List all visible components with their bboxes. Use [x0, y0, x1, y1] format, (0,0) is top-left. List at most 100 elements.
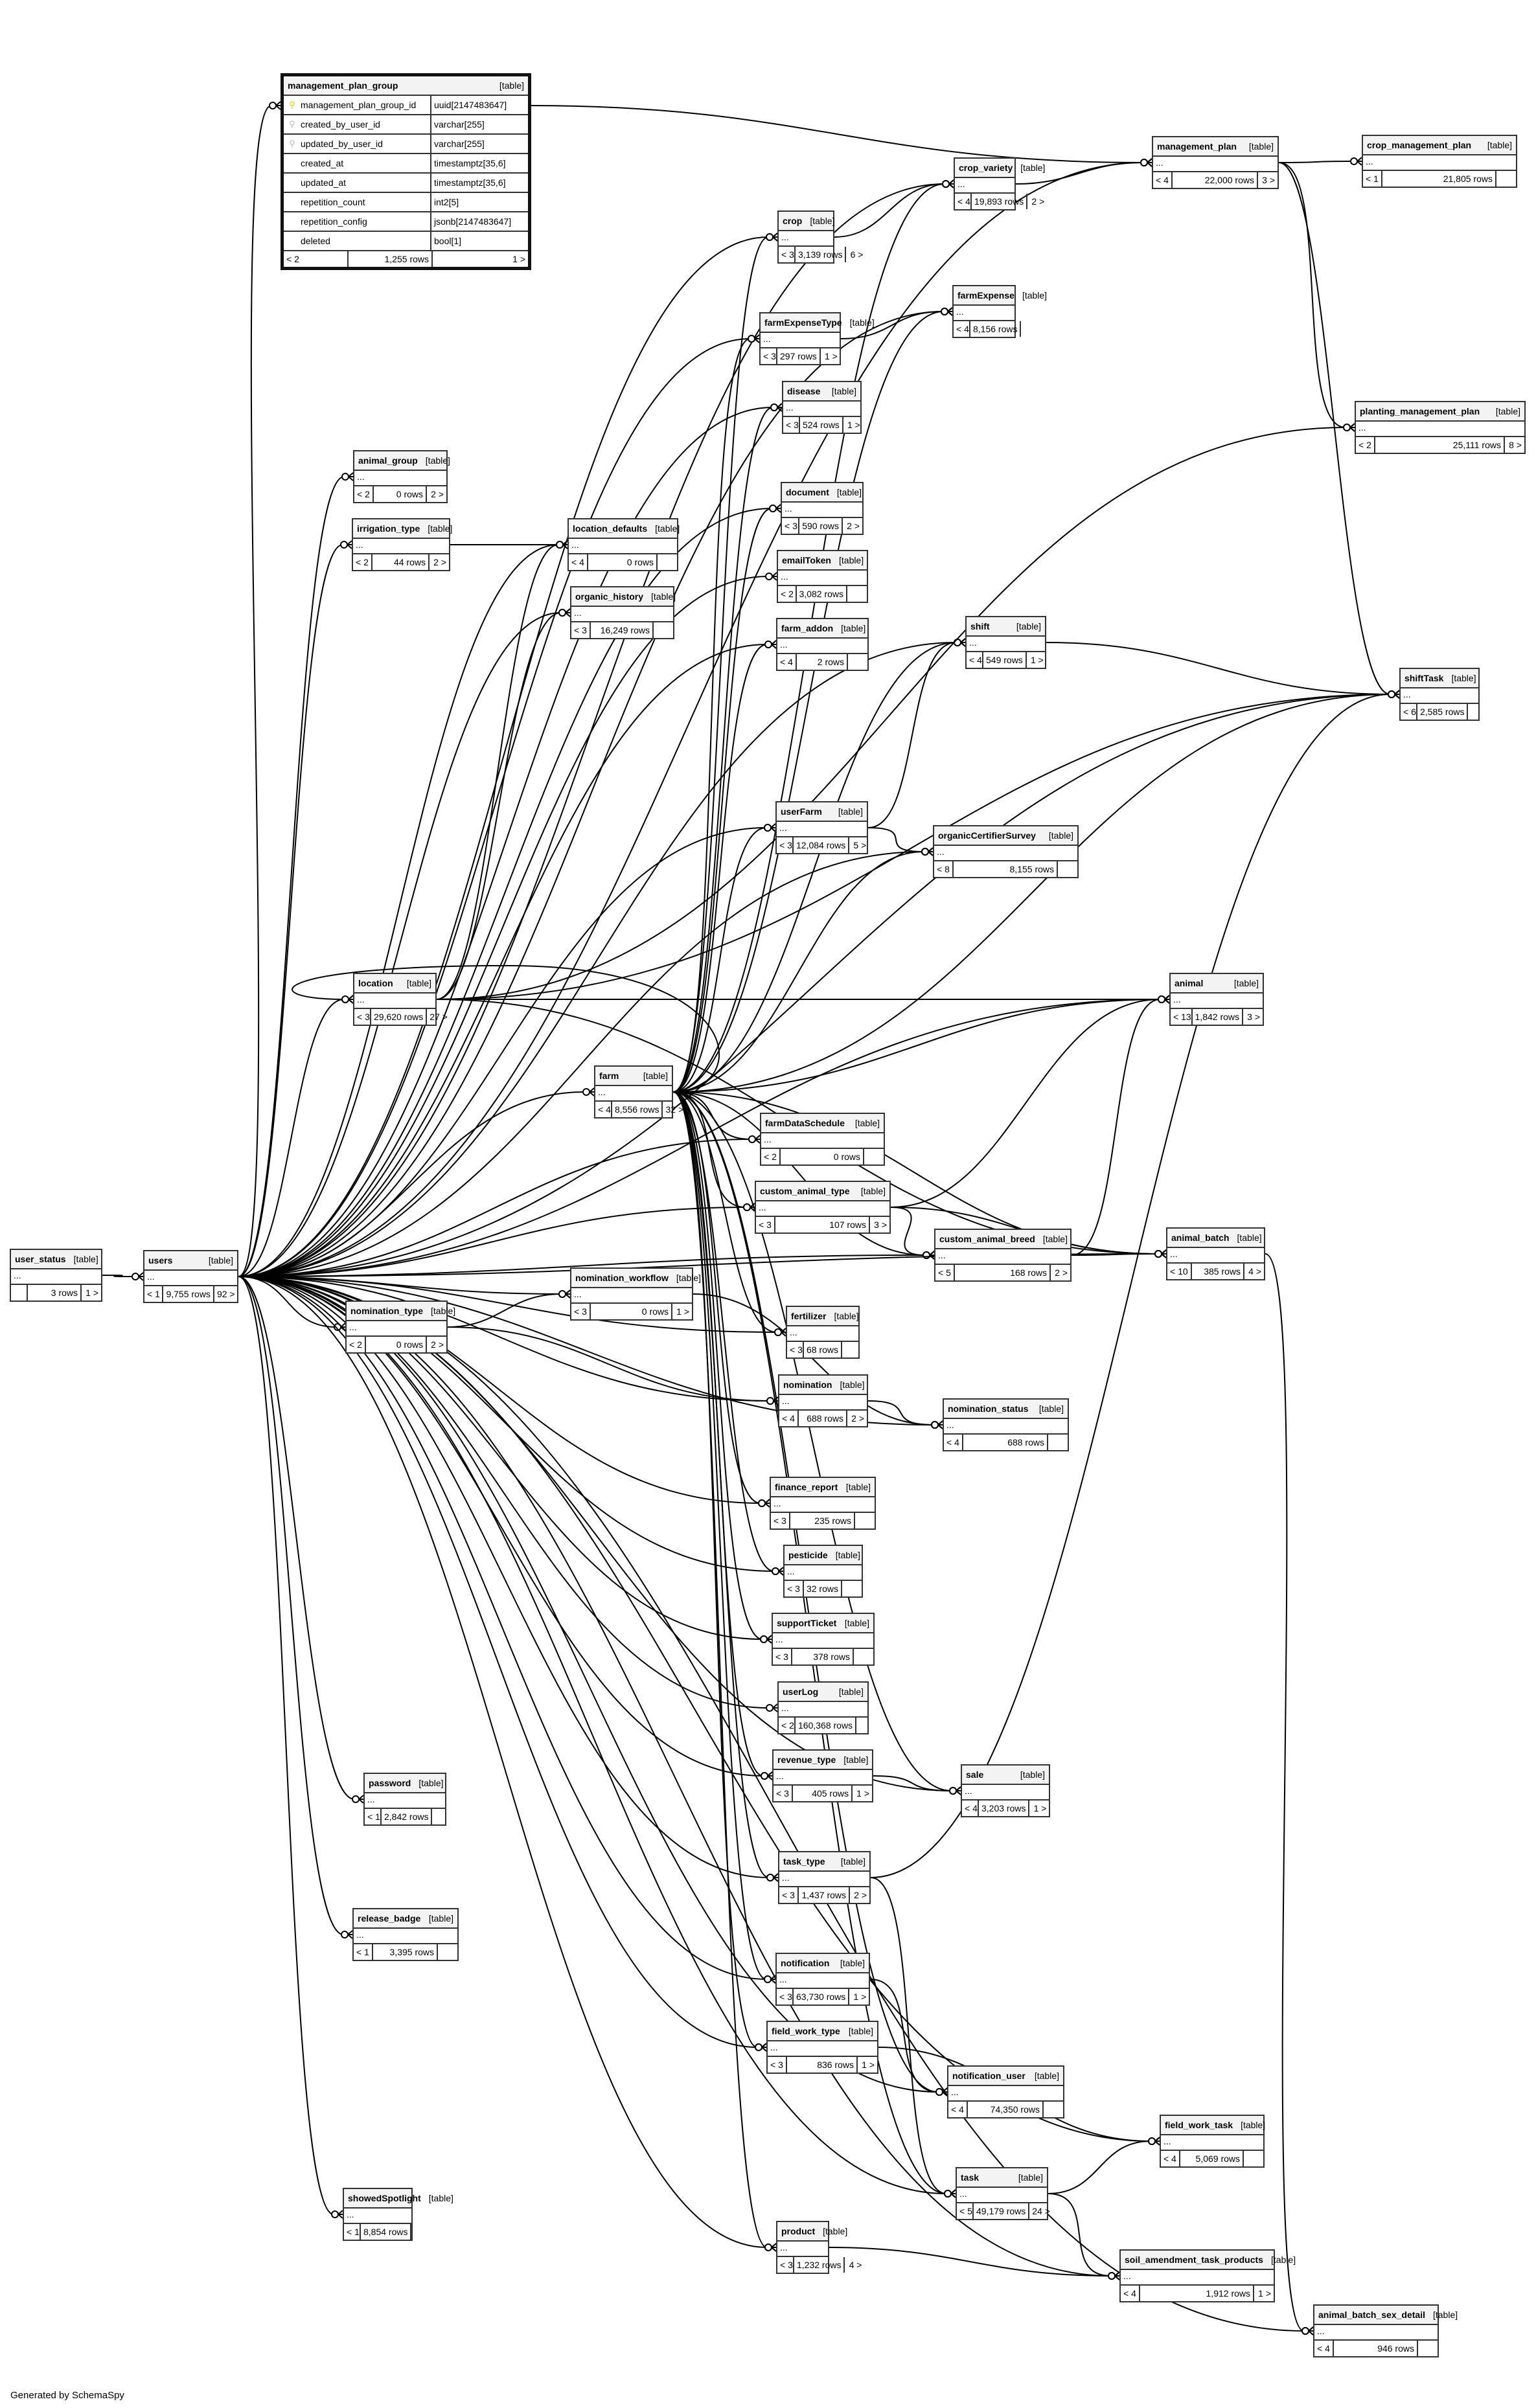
parents-link[interactable]: < 3 — [756, 1217, 775, 1232]
parents-link[interactable]: < 10 — [1167, 1264, 1192, 1279]
children-link[interactable]: 8 > — [1509, 440, 1522, 450]
parents-link[interactable]: < 4 — [955, 194, 972, 209]
table-soil-amendment-task-products[interactable]: soil_amendment_task_products[table]...< … — [1119, 2249, 1296, 2302]
parents-link[interactable]: < 3 — [785, 1581, 804, 1596]
children-link[interactable] — [848, 654, 867, 670]
parents-link[interactable]: < 1 — [365, 1809, 382, 1824]
parents-link[interactable] — [11, 1285, 28, 1301]
children-link[interactable] — [654, 622, 673, 638]
parents-link[interactable]: < 3 — [779, 1887, 799, 1903]
children-link[interactable] — [1418, 2341, 1438, 2356]
parents-link[interactable]: < 3 — [773, 1649, 792, 1664]
children-link[interactable]: 3 > — [1262, 175, 1275, 185]
parents-link[interactable]: < 4 — [779, 1411, 799, 1426]
children-link[interactable]: 1 > — [853, 1992, 867, 2002]
children-link[interactable]: 2 > — [847, 521, 860, 531]
parents-link[interactable]: < 4 — [948, 2102, 968, 2117]
parents-link[interactable]: < 2 — [761, 1149, 781, 1164]
children-link[interactable] — [432, 1809, 452, 1824]
parents-link[interactable]: < 3 — [571, 1304, 591, 1319]
children-link[interactable]: 1 > — [1033, 1803, 1047, 1813]
children-link[interactable]: 1 > — [847, 420, 860, 430]
children-link[interactable]: 2 > — [431, 489, 444, 499]
parents-link[interactable]: < 2 — [1356, 437, 1375, 453]
parents-link[interactable]: < 4 — [1153, 172, 1173, 188]
table-management-plan-group[interactable]: management_plan_group [table] ⚲managemen… — [281, 73, 531, 270]
children-link[interactable]: 3 > — [874, 1220, 887, 1230]
parents-link[interactable]: < 3 — [571, 622, 591, 638]
parents-link[interactable]: < 2 — [354, 486, 374, 502]
children-link[interactable] — [1048, 1435, 1068, 1450]
children-link[interactable]: 2 > — [431, 1339, 444, 1350]
children-link[interactable]: 27 > — [430, 1012, 448, 1022]
children-link[interactable] — [1244, 2151, 1263, 2166]
parents-link[interactable]: < 4 — [777, 654, 797, 670]
children-link[interactable] — [658, 554, 677, 570]
children-link[interactable] — [411, 2224, 431, 2240]
children-link[interactable] — [1468, 704, 1487, 720]
children-link[interactable] — [855, 1513, 875, 1528]
parents-link[interactable]: < 3 — [777, 837, 794, 853]
children-link[interactable] — [864, 1149, 884, 1164]
parents-link[interactable]: < 2 — [779, 1718, 796, 1733]
parents-link[interactable]: < 13 — [1171, 1009, 1193, 1025]
parents-link[interactable]: < 3 — [779, 247, 796, 262]
parents-link[interactable]: < 1 — [354, 1944, 373, 1960]
parents-link[interactable]: < 2 — [347, 1337, 366, 1352]
children-link[interactable]: 5 > — [853, 840, 867, 850]
parents-link[interactable]: < 2 — [353, 554, 373, 570]
parents-link[interactable]: < 3 — [777, 1989, 794, 2005]
parents-link[interactable]: < 1 — [144, 1286, 164, 1302]
children-link[interactable]: 32 > — [665, 1104, 684, 1115]
children-link[interactable]: 1 > — [1258, 2288, 1271, 2299]
parents-link[interactable]: < 4 — [1121, 2286, 1140, 2301]
children-link[interactable]: 2 > — [854, 1890, 867, 1900]
parents-link[interactable]: < 2 — [778, 586, 797, 602]
parents-link[interactable]: < 3 — [782, 518, 800, 534]
children-link[interactable]: 2 > — [1055, 1267, 1068, 1278]
children-link[interactable]: 1 > — [86, 1288, 98, 1298]
parents-link[interactable]: < 4 — [962, 1800, 979, 1816]
parents-link[interactable]: < 3 — [783, 417, 800, 433]
children-link[interactable]: 1 > — [824, 351, 838, 361]
parents-link[interactable]: < 3 — [761, 348, 777, 364]
